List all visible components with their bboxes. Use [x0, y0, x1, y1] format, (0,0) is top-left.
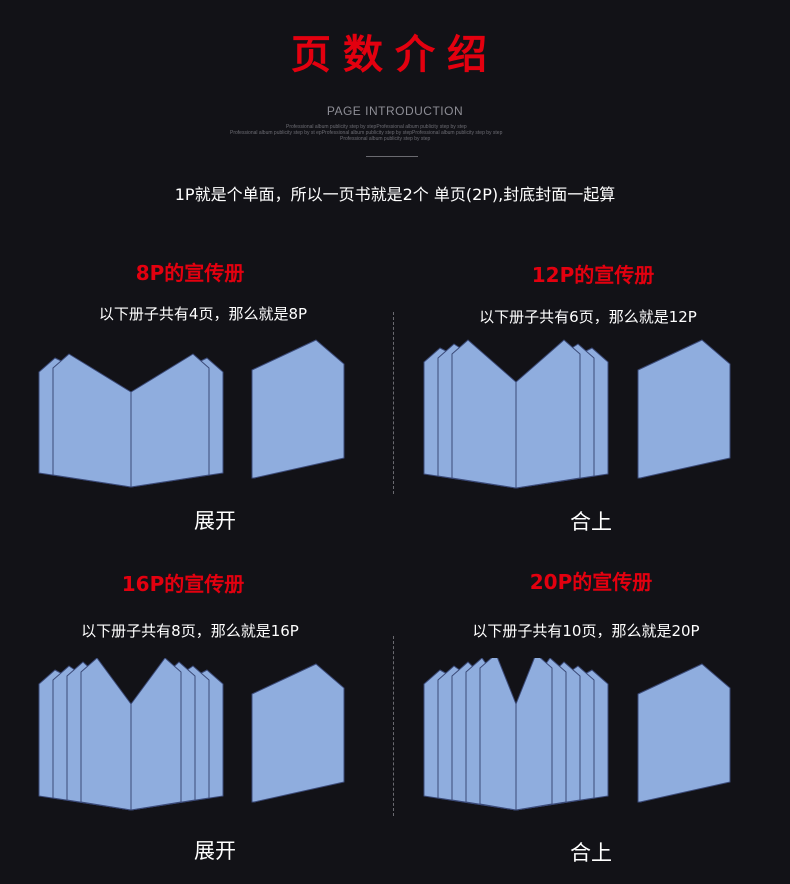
booklet-page	[130, 353, 210, 488]
caption-open: 展开	[194, 509, 236, 533]
caption-open: 展开	[194, 839, 236, 863]
booklet-page	[251, 339, 345, 479]
booklet-page	[451, 339, 517, 489]
fine-print-line: Professional album publicity step by st …	[230, 130, 503, 136]
caption-closed: 合上	[570, 841, 612, 865]
closed-booklet-illustration	[637, 663, 731, 803]
caption-closed: 合上	[570, 510, 612, 534]
closed-booklet-illustration	[637, 339, 731, 479]
open-booklet-illustration	[423, 658, 609, 811]
fine-print-line: Professional album publicity step by ste…	[340, 136, 431, 142]
open-booklet-illustration	[423, 339, 609, 489]
booklet-page	[515, 658, 553, 811]
booklet-page	[52, 353, 132, 488]
closed-booklet-illustration	[251, 339, 345, 479]
section-desc-20p: 以下册子共有10页，那么就是20P	[472, 622, 700, 640]
section-title-12p: 12P的宣传册	[531, 263, 655, 287]
intro-text: 1P就是个单面，所以一页书就是2个 单页(2P),封底封面一起算	[174, 185, 616, 204]
booklet-page	[479, 658, 517, 811]
booklet-page	[637, 663, 731, 803]
booklet-page	[251, 663, 345, 803]
open-booklet-illustration	[38, 353, 224, 488]
title-divider	[366, 156, 418, 157]
column-divider	[393, 312, 394, 494]
closed-booklet-illustration	[251, 663, 345, 803]
section-desc-8p: 以下册子共有4页，那么就是8P	[98, 305, 308, 323]
open-booklet-illustration	[38, 658, 224, 811]
column-divider	[393, 636, 394, 816]
section-title-20p: 20P的宣传册	[529, 570, 653, 594]
booklet-page	[80, 658, 132, 811]
section-title-8p: 8P的宣传册	[135, 261, 245, 285]
fine-print-line: Professional album publicity step by ste…	[286, 124, 467, 130]
booklet-page	[515, 339, 581, 489]
section-desc-16p: 以下册子共有8页，那么就是16P	[81, 622, 299, 640]
page-subtitle: PAGE INTRODUCTION	[326, 104, 464, 118]
booklet-page	[130, 658, 182, 811]
booklet-page	[637, 339, 731, 479]
section-desc-12p: 以下册子共有6页，那么就是12P	[479, 308, 697, 326]
section-title-16p: 16P的宣传册	[121, 572, 245, 596]
page-title: 页数介绍	[291, 32, 499, 78]
